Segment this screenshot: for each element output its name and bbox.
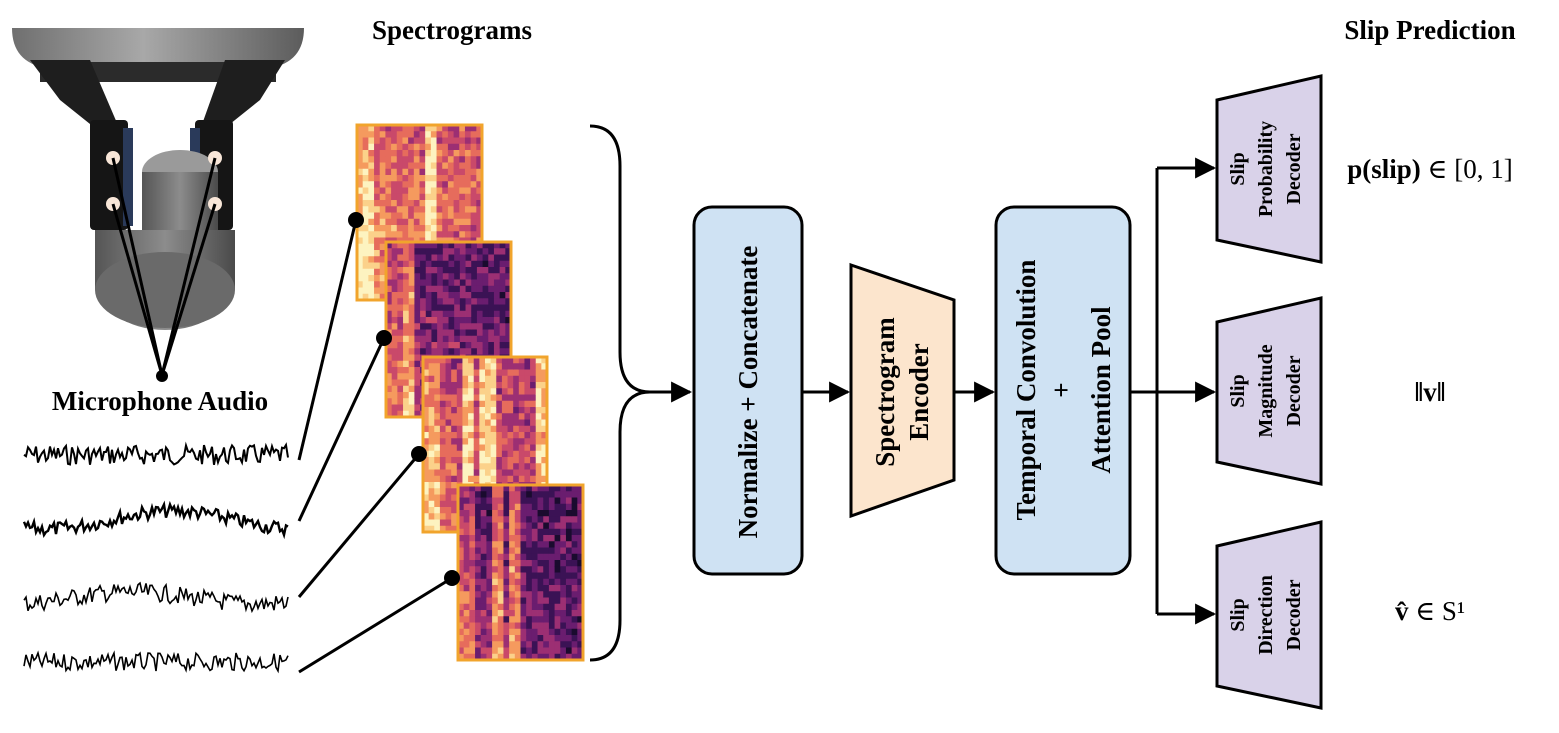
spectrogram-stack bbox=[355, 123, 585, 662]
direction-output-bold: v̂ bbox=[1395, 596, 1409, 626]
decoder-branch-lines bbox=[1130, 168, 1159, 614]
slip-prediction-header: Slip Prediction bbox=[1344, 15, 1515, 45]
audio-waveforms bbox=[22, 441, 289, 674]
probability-output: p(slip) ∈ [0, 1] bbox=[1347, 154, 1513, 184]
audio-waveform bbox=[23, 650, 289, 674]
decoder-line3: Decoder bbox=[1283, 133, 1305, 204]
probability-output-bold: p(slip) bbox=[1347, 154, 1421, 184]
mic-junction-dot bbox=[156, 370, 168, 382]
spectrogram-anchor-dot bbox=[376, 330, 392, 346]
gripper-illustration bbox=[12, 28, 304, 330]
audio-waveform bbox=[23, 441, 289, 466]
spectrogram-anchor-dot bbox=[444, 570, 460, 586]
spectrogram bbox=[421, 355, 549, 534]
encoder-label-line2: Encoder bbox=[904, 343, 934, 441]
audio-waveform bbox=[23, 581, 289, 614]
spectrogram-connectors bbox=[297, 219, 453, 674]
encoder-label-line1: Spectrogram bbox=[870, 317, 900, 467]
mic-leader-lines bbox=[111, 157, 217, 376]
curly-brace bbox=[589, 124, 651, 662]
decoder-line3: Decoder bbox=[1283, 355, 1305, 426]
spectrogram bbox=[355, 123, 484, 302]
decoder-line3: Decoder bbox=[1283, 579, 1305, 650]
probability-output-rest: ∈ [0, 1] bbox=[1421, 154, 1513, 184]
spectrogram-encoder-block bbox=[849, 262, 956, 519]
microphone-audio-label: Microphone Audio bbox=[52, 386, 268, 416]
decoder-line1: Slip bbox=[1227, 374, 1249, 407]
spectrogram-anchor-dot bbox=[411, 446, 427, 462]
normalize-concat-label: Normalize + Concatenate bbox=[733, 246, 763, 539]
decoder-line1: Slip bbox=[1227, 152, 1249, 185]
temporal-label-line1: Temporal Convolution bbox=[1011, 260, 1041, 521]
direction-decoder: Slip Direction Decoder bbox=[1215, 520, 1323, 710]
temporal-label-line2: + bbox=[1046, 382, 1076, 397]
spectrograms-header: Spectrograms bbox=[372, 15, 532, 45]
audio-waveform bbox=[22, 500, 289, 540]
direction-output: v̂ ∈ S¹ bbox=[1395, 596, 1465, 626]
direction-output-rest: ∈ S¹ bbox=[1408, 596, 1465, 626]
magnitude-output: ‖v‖ bbox=[1414, 377, 1445, 407]
decoder-line2: Direction bbox=[1255, 575, 1277, 655]
decoder-line2: Magnitude bbox=[1255, 344, 1277, 437]
spectrogram bbox=[456, 483, 585, 662]
probability-decoder: Slip Probability Decoder bbox=[1215, 74, 1323, 264]
temporal-label-line3: Attention Pool bbox=[1086, 306, 1116, 474]
decoder-line2: Probability bbox=[1255, 121, 1277, 217]
magnitude-decoder: Slip Magnitude Decoder bbox=[1215, 296, 1323, 486]
spectrogram-anchor-dot bbox=[348, 212, 364, 228]
decoder-line1: Slip bbox=[1227, 598, 1249, 631]
